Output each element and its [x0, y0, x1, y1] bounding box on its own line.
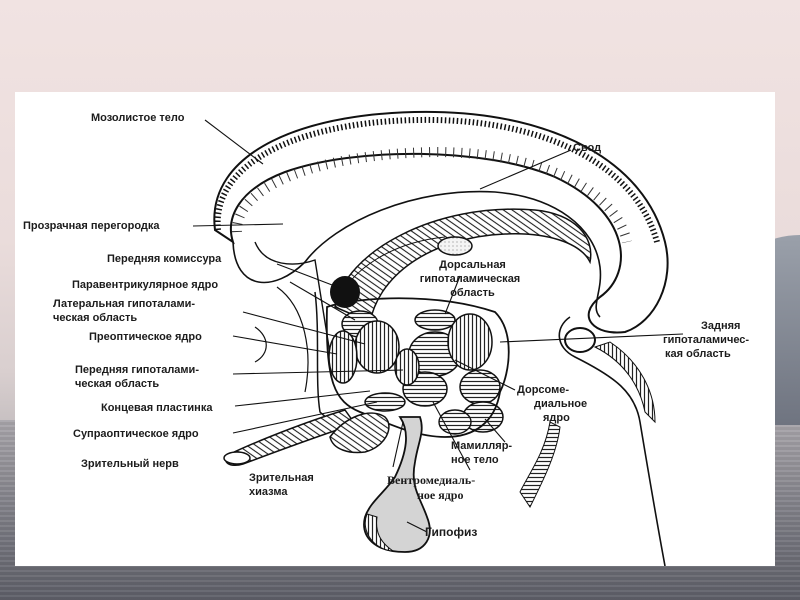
supraoptic-shape [364, 392, 406, 412]
label-dorsal-area-1: Дорсальная [439, 259, 506, 271]
label-mamillary-1: Мамилляр- [451, 440, 513, 452]
caudal-nucleus-shape [459, 369, 501, 405]
hypothalamus-diagram [192, 110, 684, 566]
diagram-panel: Мозолистое тело Свод Прозрачная перегоро… [15, 92, 775, 566]
pituitary-shape [363, 416, 431, 553]
label-supraoptic: Супраоптическое ядро [73, 428, 199, 440]
label-dorsal-area-3: область [450, 287, 495, 299]
anterior-commissure-shape [330, 276, 360, 308]
optic-chiasm-shape [329, 412, 390, 454]
interthalamic-adhesion [437, 236, 473, 256]
label-anterior-area-2: ческая область [75, 378, 160, 390]
label-ventromedial-1: Вентромедиаль- [387, 473, 476, 487]
corpus-callosum-shape [213, 110, 669, 334]
label-optic-chiasm-2: хиазма [249, 486, 288, 498]
label-posterior-area-1: Задняя [701, 320, 741, 332]
pituitary-hatch [364, 513, 395, 552]
label-ventromedial-2: ное ядро [417, 488, 464, 502]
septum-stalk [254, 241, 334, 373]
label-lateral-area-1: Латеральная гипоталами- [53, 298, 196, 310]
preoptic-shape [328, 330, 358, 384]
posterior-wall-band [593, 341, 656, 424]
anterior-area-shape [394, 348, 420, 386]
label-lamina-terminalis: Концевая пластинка [101, 402, 213, 414]
label-paraventricular: Паравентрикулярное ядро [72, 279, 219, 291]
label-dorsomedial-2: диальное [534, 398, 588, 410]
mamillary-stalk [519, 421, 561, 508]
label-preoptic: Преоптическое ядро [89, 331, 202, 343]
label-optic-chiasm-1: Зрительная [249, 472, 314, 484]
dorsal-area-shape [414, 309, 456, 331]
nuclei-group [328, 309, 504, 435]
posterior-nucleus-shape [447, 313, 493, 371]
optic-nerve-end [223, 451, 251, 465]
lateral-area-shape [354, 320, 400, 374]
label-anterior-commissure: Передняя комиссура [107, 253, 222, 265]
leader-lines [192, 119, 684, 533]
label-septum-pellucidum: Прозрачная перегородка [23, 220, 160, 232]
label-optic-nerve: Зрительный нерв [81, 458, 179, 470]
label-posterior-area-2: гипоталамичес- [663, 334, 750, 346]
label-pituitary: Гипофиз [425, 525, 478, 539]
posterior-area-shape [564, 327, 596, 353]
label-mamillary-2: ное тело [451, 454, 499, 466]
label-corpus-callosum: Мозолистое тело [91, 112, 185, 124]
label-dorsomedial-1: Дорсоме- [517, 384, 570, 396]
outer-arcs [254, 286, 309, 393]
label-lateral-area-2: ческая область [53, 312, 138, 324]
septum-pellucidum-shape [232, 190, 602, 318]
optic-nerve-shape [225, 409, 357, 466]
label-fornix: Свод [573, 142, 602, 154]
label-posterior-area-3: кая область [665, 348, 731, 360]
label-dorsomedial-3: ядро [543, 412, 570, 424]
label-anterior-area-1: Передняя гипоталами- [75, 364, 199, 376]
brainstem-contour [558, 316, 666, 566]
label-dorsal-area-2: гипоталамическая [419, 273, 521, 285]
